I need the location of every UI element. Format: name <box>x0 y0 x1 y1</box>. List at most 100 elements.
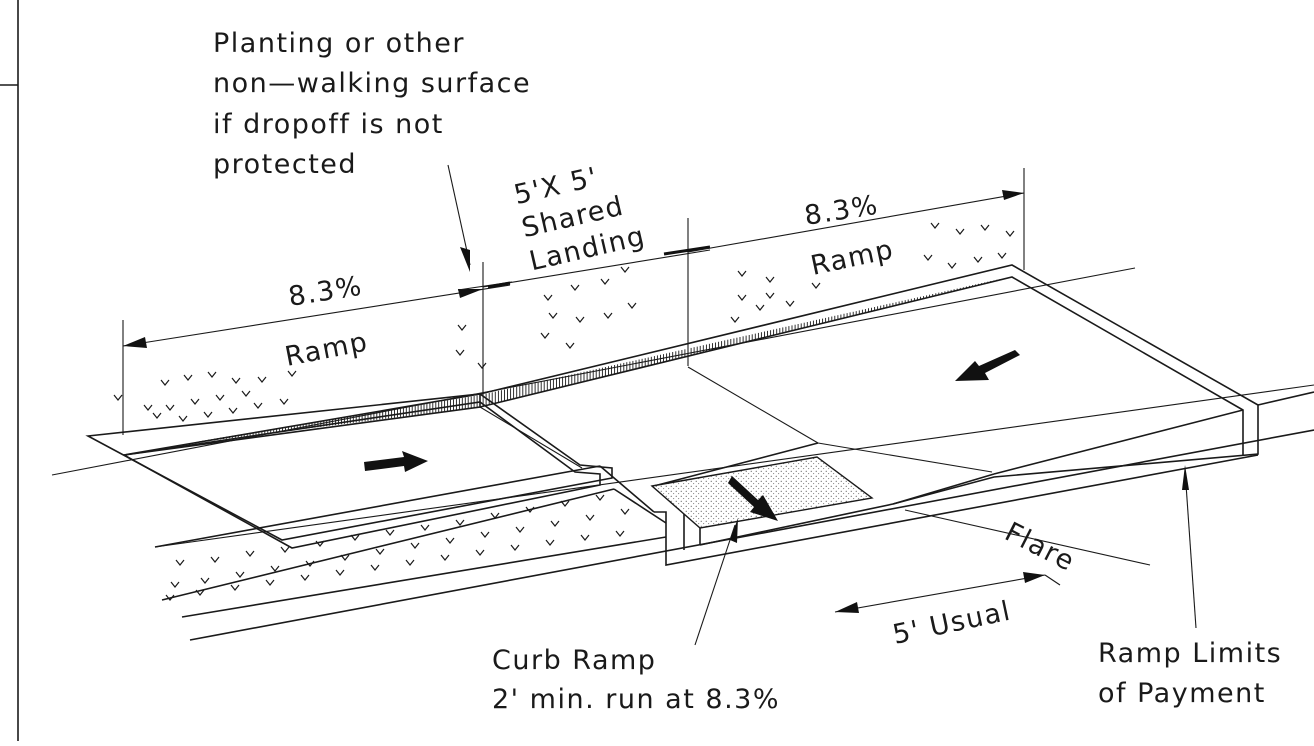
right-ramp <box>479 264 1259 505</box>
planting-tick <box>420 524 430 531</box>
planting-note-line-3: if dropoff is not <box>213 109 444 140</box>
planting-tick <box>737 270 747 277</box>
planting-tick <box>480 531 490 538</box>
curb-ramp-surface <box>650 456 874 529</box>
planting-symbols <box>113 222 1015 601</box>
planting-tick <box>385 529 395 536</box>
planting-tick <box>545 539 555 546</box>
left-ramp <box>85 393 613 549</box>
curb-ramp-note-line-1: Curb Ramp <box>492 645 656 676</box>
planting-tick <box>475 549 485 556</box>
curb-ramp-note: Curb Ramp 2' min. run at 8.3% <box>492 645 780 715</box>
planting-tick <box>231 377 241 384</box>
sheet-border <box>0 0 19 741</box>
direction-arrows <box>364 350 1020 521</box>
landing-label: 5'X 5' Shared Landing <box>511 162 648 278</box>
planting-tick <box>1005 230 1015 237</box>
planting-tick <box>730 316 740 323</box>
planting-tick <box>410 542 420 549</box>
planting-tick <box>440 554 450 561</box>
planting-tick <box>305 560 315 567</box>
planting-tick <box>350 534 360 541</box>
planting-tick <box>160 379 170 386</box>
planting-tick <box>510 544 520 551</box>
planting-tick <box>565 342 575 349</box>
planting-tick <box>923 254 933 261</box>
planting-tick <box>930 222 940 229</box>
planting-tick <box>195 589 205 596</box>
planting-tick <box>620 508 630 515</box>
curb-ramp-note-line-2: 2' min. run at 8.3% <box>492 684 780 715</box>
planting-tick <box>207 371 217 378</box>
planting-tick <box>230 584 240 591</box>
planting-tick <box>603 312 613 319</box>
planting-tick <box>279 398 289 405</box>
planting-tick <box>165 594 175 601</box>
planting-note-line-4: protected <box>213 149 357 180</box>
planting-tick <box>585 514 595 521</box>
planting-tick <box>300 574 310 581</box>
planting-tick <box>811 282 821 289</box>
planting-tick <box>627 302 637 309</box>
planting-tick <box>570 284 580 291</box>
planting-tick <box>340 554 350 561</box>
planting-tick <box>620 266 630 273</box>
planting-tick <box>560 500 570 507</box>
planting-tick <box>785 300 795 307</box>
planting-tick <box>143 404 153 411</box>
planting-tick <box>997 252 1007 259</box>
planting-tick <box>210 556 220 563</box>
planting-tick <box>737 294 747 301</box>
planting-tick <box>257 376 267 383</box>
planting-tick <box>445 537 455 544</box>
planting-tick <box>405 559 415 566</box>
planting-tick <box>335 569 345 576</box>
planting-tick <box>152 412 162 419</box>
planting-tick <box>947 262 957 269</box>
planting-tick <box>543 294 553 301</box>
planting-tick <box>525 506 535 513</box>
right-ramp-hatch <box>479 279 1001 407</box>
dimension-lines <box>122 168 1151 613</box>
planting-tick <box>253 402 263 409</box>
planting-tick <box>270 565 280 572</box>
planting-tick <box>595 494 605 501</box>
planting-tick <box>215 394 225 401</box>
planting-note-line-1: Planting or other <box>213 28 465 59</box>
planting-tick <box>955 228 965 235</box>
planting-tick <box>515 526 525 533</box>
planting-tick <box>455 519 465 526</box>
planting-tick <box>203 411 213 418</box>
planting-tick <box>765 292 775 299</box>
planting-tick <box>540 332 550 339</box>
planting-note-line-2: non—walking surface <box>213 68 531 99</box>
slope-right-label: 8.3% <box>802 190 881 232</box>
planting-tick <box>477 362 487 369</box>
planting-tick <box>183 374 193 381</box>
planting-tick <box>600 278 610 285</box>
planting-tick <box>550 520 560 527</box>
planting-tick <box>228 407 238 414</box>
planting-tick <box>241 390 251 397</box>
planting-tick <box>548 312 558 319</box>
planting-tick <box>375 548 385 555</box>
planting-tick <box>765 276 775 283</box>
planting-tick <box>315 540 325 547</box>
planting-tick <box>170 581 180 588</box>
planting-tick <box>200 577 210 584</box>
ramp-limits-note: Ramp Limits of Payment <box>1098 638 1281 709</box>
leader-lines <box>447 164 1197 646</box>
planting-note: Planting or other non—walking surface if… <box>213 28 531 180</box>
usual-label: 5' Usual <box>890 596 1014 651</box>
planting-tick <box>190 398 200 405</box>
left-ramp-hatch <box>199 395 481 442</box>
planting-tick <box>490 512 500 519</box>
ramp-limits-line-2: of Payment <box>1098 678 1266 709</box>
planting-tick <box>973 256 983 263</box>
slope-left-label: 8.3% <box>286 271 365 313</box>
planting-tick <box>245 550 255 557</box>
shared-landing <box>479 366 819 469</box>
planting-tick <box>457 324 467 331</box>
planting-tick <box>265 579 275 586</box>
